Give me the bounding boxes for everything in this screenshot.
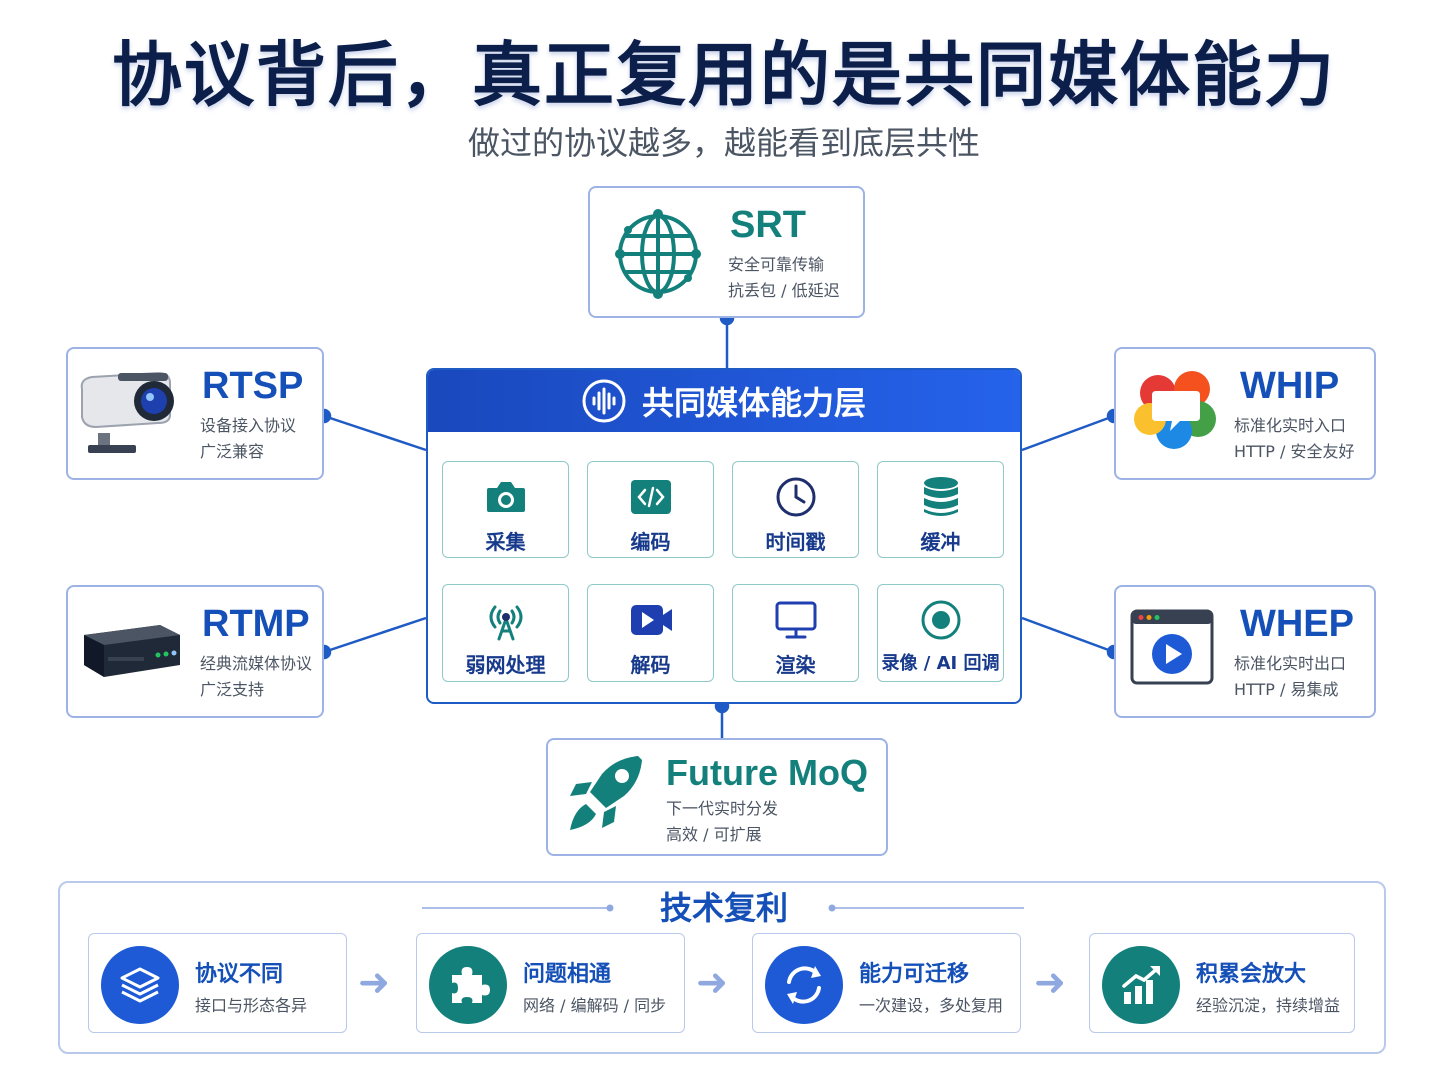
tile-label: 渲染 [775,653,816,677]
globe-icon [615,209,701,299]
tile-label: 缓冲 [920,530,961,554]
connector-whep [1021,616,1115,654]
tile-label: 解码 [630,653,671,677]
tile-buffer[interactable]: 缓冲 [877,461,1004,558]
page-subtitle: 做过的协议越多，越能看到底层共性 [467,124,980,162]
rtsp-desc-2: 广泛兼容 [200,442,265,461]
whip-name: WHIP [1240,365,1340,407]
tile-weak-network[interactable]: 弱网处理 [442,584,569,682]
rocket-icon [570,756,642,830]
moq-card[interactable]: Future MoQ 下一代实时分发 高效 / 可扩展 [546,738,888,856]
record-icon [921,600,960,640]
srt-name: SRT [730,204,806,246]
capability-layer-header: 共同媒体能力层 [428,370,1020,432]
tile-label: 时间戳 [765,530,826,554]
tile-decode[interactable]: 解码 [587,584,714,682]
tile-capture[interactable]: 采集 [442,461,569,558]
rtsp-name: RTSP [202,365,304,407]
whip-desc-2: HTTP / 安全友好 [1234,442,1355,461]
code-icon [630,480,671,514]
tile-record-ai[interactable]: 录像 / AI 回调 [877,584,1004,682]
database-icon [923,477,958,516]
page-title: 协议背后，真正复用的是共同媒体能力 [112,34,1336,116]
step-title: 协议不同 [195,962,284,987]
arrow-right-icon: ➜ [358,960,390,1004]
camera-device-icon [80,371,174,453]
tile-label: 采集 [485,530,526,554]
rtmp-card[interactable]: RTMP 经典流媒体协议 广泛支持 [66,585,324,718]
tech-step-1[interactable]: 协议不同 接口与形态各异 [88,933,347,1033]
sync-icon [765,946,843,1024]
whep-desc-2: HTTP / 易集成 [1234,680,1339,699]
step-title: 能力可迁移 [859,962,970,987]
rtmp-desc-2: 广泛支持 [200,680,265,699]
tile-label: 编码 [630,530,671,554]
step-desc: 经验沉淀，持续增益 [1196,996,1341,1015]
whep-name: WHEP [1240,603,1354,645]
rtsp-card[interactable]: RTSP 设备接入协议 广泛兼容 [66,347,324,480]
player-window-icon [1130,609,1214,685]
arrow-right-icon: ➜ [696,960,728,1004]
step-desc: 接口与形态各异 [195,996,308,1015]
tile-render[interactable]: 渲染 [732,584,859,682]
whip-card[interactable]: WHIP 标准化实时入口 HTTP / 安全友好 [1114,347,1376,480]
video-icon [630,605,672,635]
connector-rtsp [323,414,427,452]
srt-card[interactable]: SRT 安全可靠传输 抗丢包 / 低延迟 [588,186,865,318]
step-title: 问题相通 [523,962,612,987]
step-desc: 网络 / 编解码 / 同步 [523,996,667,1015]
capability-layer-title: 共同媒体能力层 [641,384,866,422]
camera-icon [486,482,525,512]
webrtc-icon [1134,371,1216,449]
puzzle-icon [429,946,507,1024]
srt-desc-2: 抗丢包 / 低延迟 [728,281,840,300]
rtsp-desc-1: 设备接入协议 [200,416,297,435]
rtmp-desc-1: 经典流媒体协议 [200,654,313,673]
connector-rtmp [323,616,427,654]
clock-icon [776,477,815,517]
tech-title: 技术复利 [659,889,788,927]
moq-name: Future MoQ [666,752,868,793]
tech-title-divider [422,904,1024,912]
tech-step-2[interactable]: 问题相通 网络 / 编解码 / 同步 [416,933,685,1033]
growth-chart-icon [1102,946,1180,1024]
rtmp-name: RTMP [202,603,310,645]
tile-encode[interactable]: 编码 [587,461,714,558]
tech-step-4[interactable]: 积累会放大 经验沉淀，持续增益 [1089,933,1355,1033]
whep-desc-1: 标准化实时出口 [1234,654,1347,673]
tech-step-3[interactable]: 能力可迁移 一次建设，多处复用 [752,933,1021,1033]
server-box-icon [84,625,180,677]
connector-whip [1021,414,1115,452]
tile-label: 弱网处理 [465,653,546,677]
arrow-right-icon: ➜ [1034,960,1066,1004]
whep-card[interactable]: WHEP 标准化实时出口 HTTP / 易集成 [1114,585,1376,718]
layers-icon [101,946,179,1024]
whip-desc-1: 标准化实时入口 [1234,416,1347,435]
tile-timestamp[interactable]: 时间戳 [732,461,859,558]
audio-wave-icon [582,379,626,423]
antenna-icon [489,605,522,641]
monitor-icon [775,601,816,639]
moq-desc-2: 高效 / 可扩展 [666,825,762,844]
moq-desc-1: 下一代实时分发 [666,799,779,818]
tile-label: 录像 / AI 回调 [881,653,1000,674]
srt-desc-1: 安全可靠传输 [728,255,825,274]
step-title: 积累会放大 [1196,962,1307,987]
step-desc: 一次建设，多处复用 [859,996,1004,1015]
